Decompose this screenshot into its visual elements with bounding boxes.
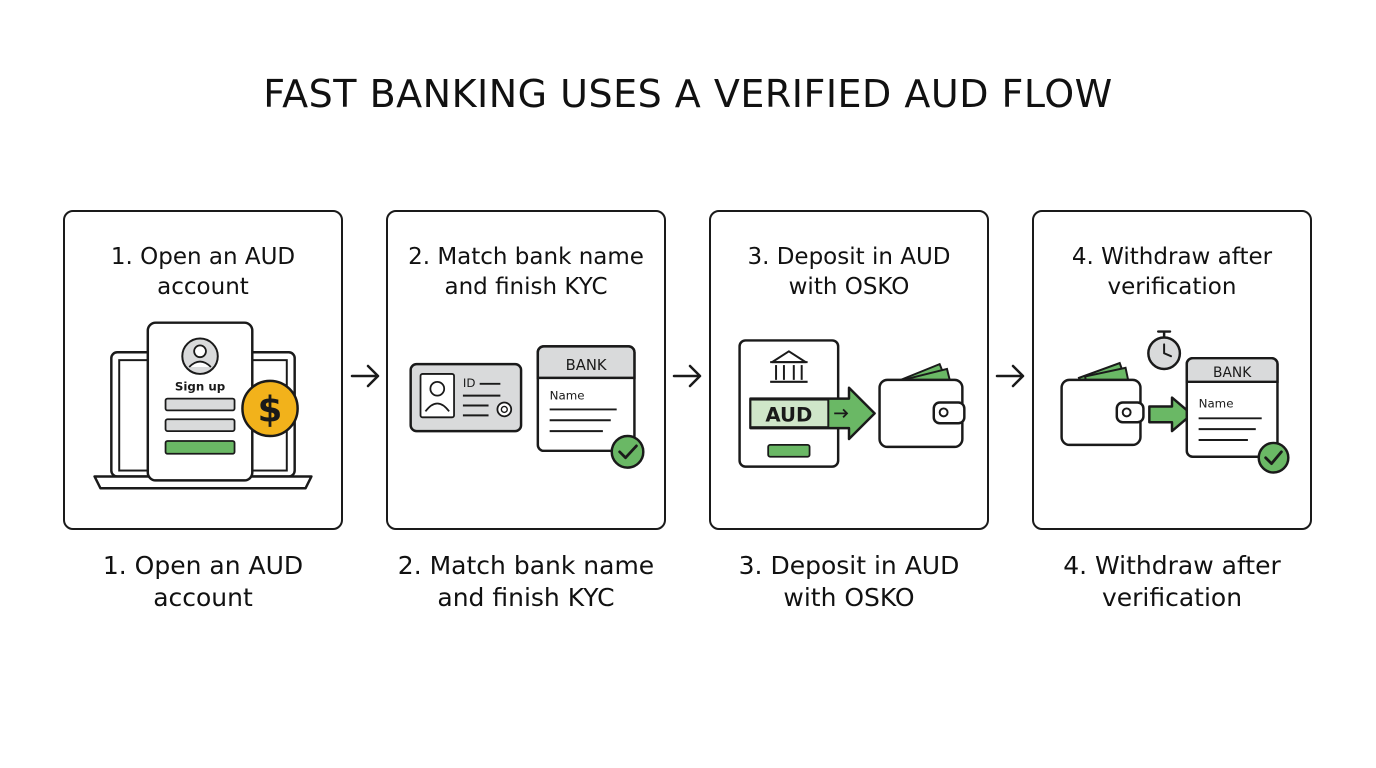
bank-statement-icon: BANK Name	[1185, 356, 1279, 458]
step-2-panel: 2. Match bank name and finish KYC ID BAN…	[386, 210, 666, 530]
id-label: ID	[463, 376, 476, 390]
step-2-illustration: ID BANK Name	[409, 345, 645, 469]
step-1-illustration: Sign up $	[93, 321, 313, 490]
step-4-illustration: BANK Name	[1060, 330, 1290, 474]
phone-signup-form-icon: Sign up	[146, 321, 254, 482]
wallet-icon	[1060, 361, 1145, 447]
step-4-heading: 4. Withdraw after verification	[1071, 244, 1273, 300]
diagram-title: FAST BANKING USES A VERIFIED AUD FLOW	[263, 72, 1113, 116]
name-label: Name	[1199, 396, 1234, 410]
step-2-caption: 2. Match bank name and finish KYC	[397, 551, 655, 612]
dollar-symbol: $	[258, 389, 283, 430]
step-3-panel: 3. Deposit in AUD with OSKO AUD	[709, 210, 989, 530]
stopwatch-icon	[1147, 330, 1182, 371]
step-4-panel: 4. Withdraw after verification BANK Name	[1032, 210, 1312, 530]
id-card-icon: ID	[409, 362, 523, 433]
check-badge-icon	[610, 434, 645, 469]
signup-label: Sign up	[175, 380, 225, 394]
arrow-right-icon	[350, 364, 380, 388]
arrow-right-icon	[1148, 396, 1193, 433]
step-1-heading: 1. Open an AUD account	[110, 244, 296, 300]
name-label: Name	[550, 389, 585, 403]
step-2-heading: 2. Match bank name and finish KYC	[408, 244, 644, 300]
bank-label: BANK	[566, 357, 607, 374]
wallet-icon	[878, 362, 966, 449]
step-1-caption: 1. Open an AUD account	[102, 551, 304, 612]
bank-building-icon	[770, 350, 808, 383]
check-badge-icon	[1257, 441, 1290, 474]
aud-label: AUD	[765, 403, 812, 426]
dollar-coin-icon: $	[241, 379, 299, 438]
step-4-caption: 4. Withdraw after verification	[1063, 551, 1281, 612]
fingerprint-icon	[496, 401, 513, 418]
step-3-heading: 3. Deposit in AUD with OSKO	[747, 244, 951, 300]
step-1-panel: 1. Open an AUD account Sign up $	[63, 210, 343, 530]
step-3-caption: 3. Deposit in AUD with OSKO	[738, 551, 960, 612]
bank-statement-icon: BANK Name	[536, 345, 636, 453]
arrow-right-icon	[995, 364, 1025, 388]
aud-transfer-arrow-icon: AUD	[749, 386, 876, 441]
arrow-right-icon	[672, 364, 702, 388]
step-3-illustration: AUD	[738, 339, 966, 468]
bank-label: BANK	[1213, 365, 1252, 381]
